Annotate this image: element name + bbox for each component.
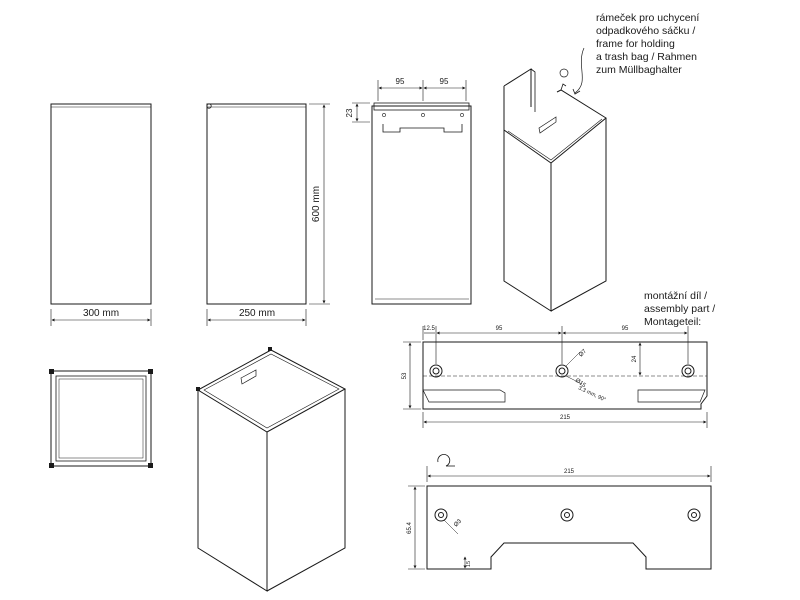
plate2-dim-total: 215: [564, 469, 575, 475]
front-width-label: 300 mm: [83, 308, 119, 319]
plate-dim-a: 95: [496, 326, 503, 332]
open-bin-isometric: [503, 47, 607, 312]
front-view: [50, 103, 152, 326]
plate-dim-edge: 12.5: [423, 326, 435, 332]
frame-note-line: odpadkového sáčku /: [596, 25, 696, 37]
plate-hole-note: Ø15: [574, 378, 587, 390]
top-view: [49, 369, 153, 468]
rear-dim-left: 95: [396, 77, 405, 86]
rear-dim-right: 95: [440, 77, 449, 86]
plate2-dim-slot: 15: [466, 561, 472, 567]
assembly-note-line: montážní díl /: [644, 290, 708, 302]
rear-dim-height: 23: [345, 108, 354, 117]
assembly-note-line: Montageteil:: [644, 316, 702, 328]
plate2-dim-height: 65.4: [407, 522, 413, 534]
plate-countersink-label: 3.3 mm, 90°: [577, 385, 606, 403]
side-width-label: 250 mm: [239, 308, 275, 319]
assembly-note: montážní díl / assembly part / Montagete…: [644, 290, 715, 329]
plate-hole-label: Ø7: [578, 348, 588, 358]
frame-pointer-arrow: [574, 47, 585, 94]
plate-dim-height: 53: [402, 372, 408, 379]
frame-note-line: a trash bag / Rahmen: [596, 51, 697, 63]
assembly-note-line: assembly part /: [644, 303, 716, 315]
frame-note-line: frame for holding: [596, 38, 675, 50]
side-height-label: 600 mm: [311, 186, 322, 222]
bin-isometric: [196, 347, 347, 592]
assembly-plate-top: [403, 326, 708, 428]
side-view: [206, 103, 330, 326]
frame-note-line: zum Müllbaghalter: [596, 64, 682, 76]
assembly-plate-front: [408, 454, 712, 570]
plate-dim-inner: 24: [632, 355, 638, 362]
frame-note-line: rámeček pro uchycení: [596, 12, 700, 24]
plate-dim-total: 215: [560, 415, 571, 421]
rear-view: [352, 80, 472, 305]
frame-note: rámeček pro uchycení odpadkového sáčku /…: [596, 12, 699, 77]
plate-dim-b: 95: [622, 326, 629, 332]
plate2-hole-label: Ø3: [453, 518, 463, 528]
